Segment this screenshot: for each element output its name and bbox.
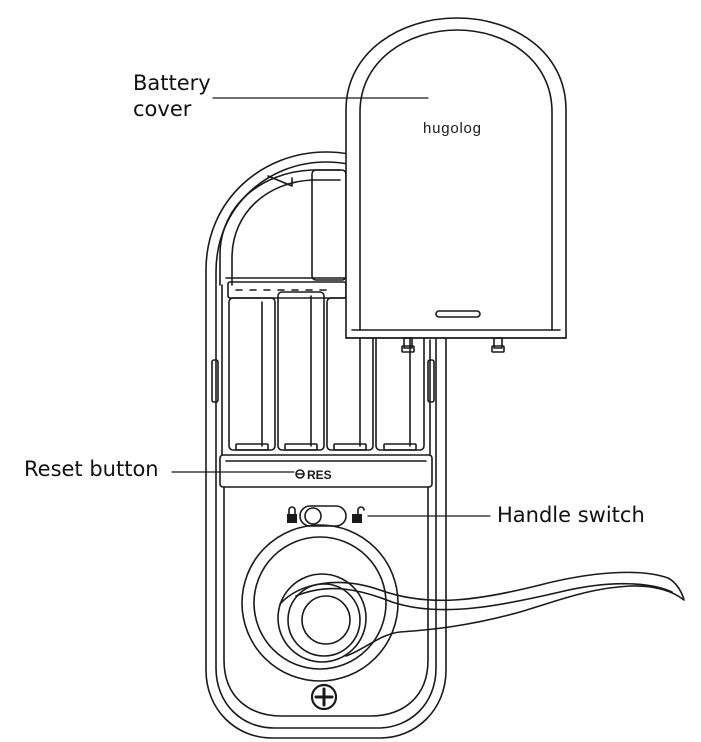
reset-button[interactable] xyxy=(295,469,305,479)
reset-button-icon[interactable] xyxy=(295,469,305,479)
handle-hub xyxy=(277,573,367,663)
battery-top xyxy=(311,169,347,281)
handle-switch-label: Handle switch xyxy=(497,503,645,527)
battery-2 xyxy=(277,291,325,451)
battery-1 xyxy=(228,297,276,451)
reset-button-label: Reset button xyxy=(24,457,159,481)
handle-switch-knob[interactable] xyxy=(304,507,322,525)
lever-handle[interactable] xyxy=(279,571,685,657)
handle-switch-slot[interactable] xyxy=(299,505,347,527)
side-clip-right xyxy=(427,359,435,403)
battery-4 xyxy=(375,329,425,451)
key-cylinder xyxy=(301,595,351,645)
battery-contacts-top xyxy=(227,281,347,299)
cover-release-slot xyxy=(435,310,481,318)
battery-cover-label: Battery cover xyxy=(133,70,211,122)
handle-rose-outer xyxy=(241,524,399,682)
brand-logo: hugolog xyxy=(423,120,481,137)
handle-rose-inner xyxy=(253,536,387,670)
batteries xyxy=(228,291,425,451)
side-clip-left xyxy=(211,359,219,403)
lock-open-icon xyxy=(352,506,365,523)
faceplate xyxy=(223,486,429,717)
reset-panel xyxy=(219,454,433,488)
battery-compartment-dome xyxy=(219,169,341,286)
battery-cover-outer[interactable] xyxy=(345,17,567,339)
lock-closed-icon xyxy=(287,506,297,523)
handle-switch[interactable] xyxy=(299,505,347,527)
screw-icon xyxy=(310,683,338,711)
battery-cover-label-line2: cover xyxy=(133,97,192,121)
reset-marking: RES xyxy=(307,468,332,482)
battery-cover[interactable] xyxy=(345,17,567,353)
battery-cover-label-line1: Battery xyxy=(133,71,211,95)
